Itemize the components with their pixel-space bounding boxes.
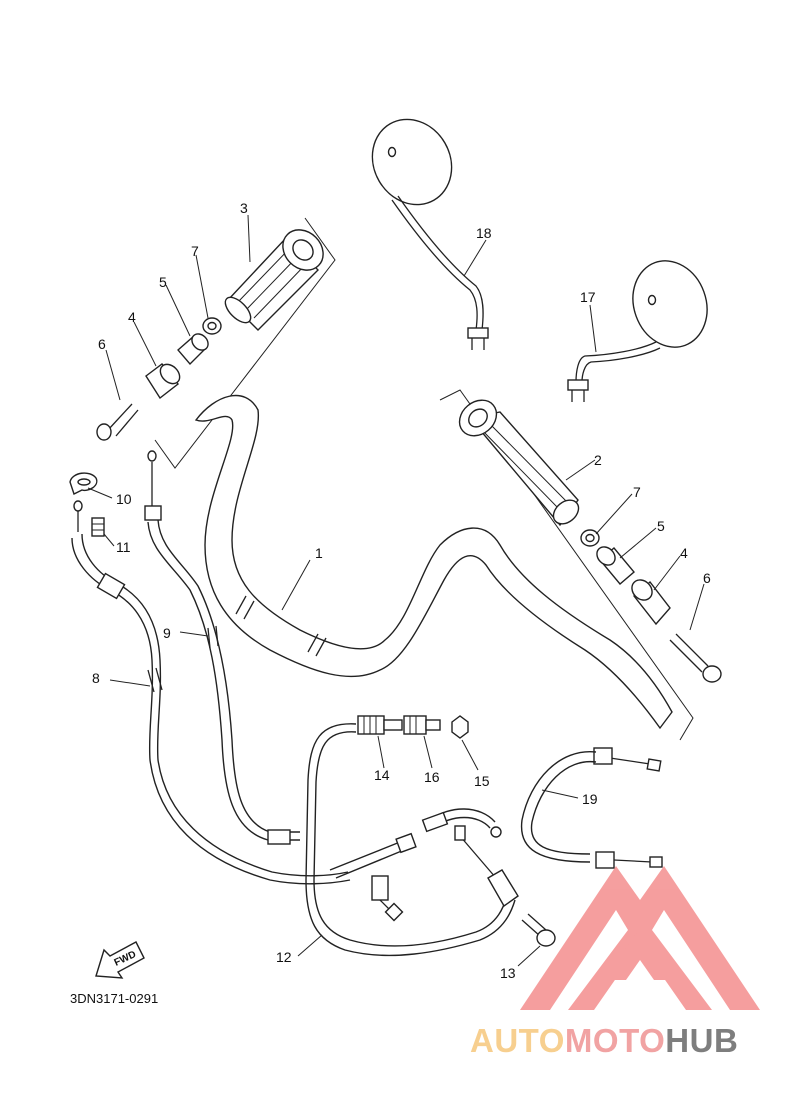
watermark-text: AUTOMOTOHUB	[470, 1022, 738, 1059]
automotohub-watermark-logo	[520, 866, 760, 1010]
callout-7-right: 7	[633, 484, 641, 500]
callout-6-right: 6	[703, 570, 711, 586]
handlebar	[194, 394, 673, 730]
callout-14: 14	[374, 767, 390, 783]
callout-11: 11	[116, 539, 131, 555]
bolt-13	[521, 913, 556, 947]
cable-adjuster-parts	[357, 715, 469, 739]
automotohub-watermark-text: AUTOMOTOHUB	[470, 1022, 738, 1059]
right-grip	[458, 399, 580, 527]
right-assembly-guide	[439, 389, 694, 741]
watermark-hub: HUB	[665, 1022, 738, 1059]
callout-5-right: 5	[657, 518, 665, 534]
callout-19: 19	[582, 791, 598, 807]
callout-5-left: 5	[159, 274, 167, 290]
callout-1: 1	[315, 545, 323, 561]
callout-3: 3	[240, 200, 248, 216]
watermark-auto: AUTO	[470, 1022, 565, 1059]
left-mirror	[371, 118, 489, 350]
right-mirror	[567, 260, 708, 402]
choke-cable	[144, 450, 300, 845]
callout-17: 17	[580, 289, 596, 305]
watermark-moto: MOTO	[565, 1022, 665, 1059]
right-bar-end-parts	[580, 529, 722, 683]
diagram-code: 3DN3171-0291	[70, 991, 158, 1006]
callout-13: 13	[500, 965, 516, 981]
callout-10: 10	[116, 491, 132, 507]
forward-direction-arrow: FWD	[95, 941, 145, 979]
throttle-cable	[305, 723, 519, 957]
callout-8: 8	[92, 670, 100, 686]
callout-18: 18	[476, 225, 492, 241]
clutch-cable	[71, 500, 351, 885]
callout-4-left: 4	[128, 309, 136, 325]
callout-15: 15	[474, 773, 490, 789]
callout-9: 9	[163, 625, 171, 641]
brake-cable	[520, 747, 663, 869]
left-bar-end-parts	[96, 317, 222, 441]
callout-12: 12	[276, 949, 292, 965]
callout-16: 16	[424, 769, 440, 785]
callout-leaders	[87, 214, 705, 967]
callout-2: 2	[594, 452, 602, 468]
left-grip	[224, 229, 324, 331]
callout-4-right: 4	[680, 545, 688, 561]
callout-6-left: 6	[98, 336, 106, 352]
callout-7-left: 7	[191, 243, 199, 259]
left-assembly-guide	[154, 217, 336, 469]
